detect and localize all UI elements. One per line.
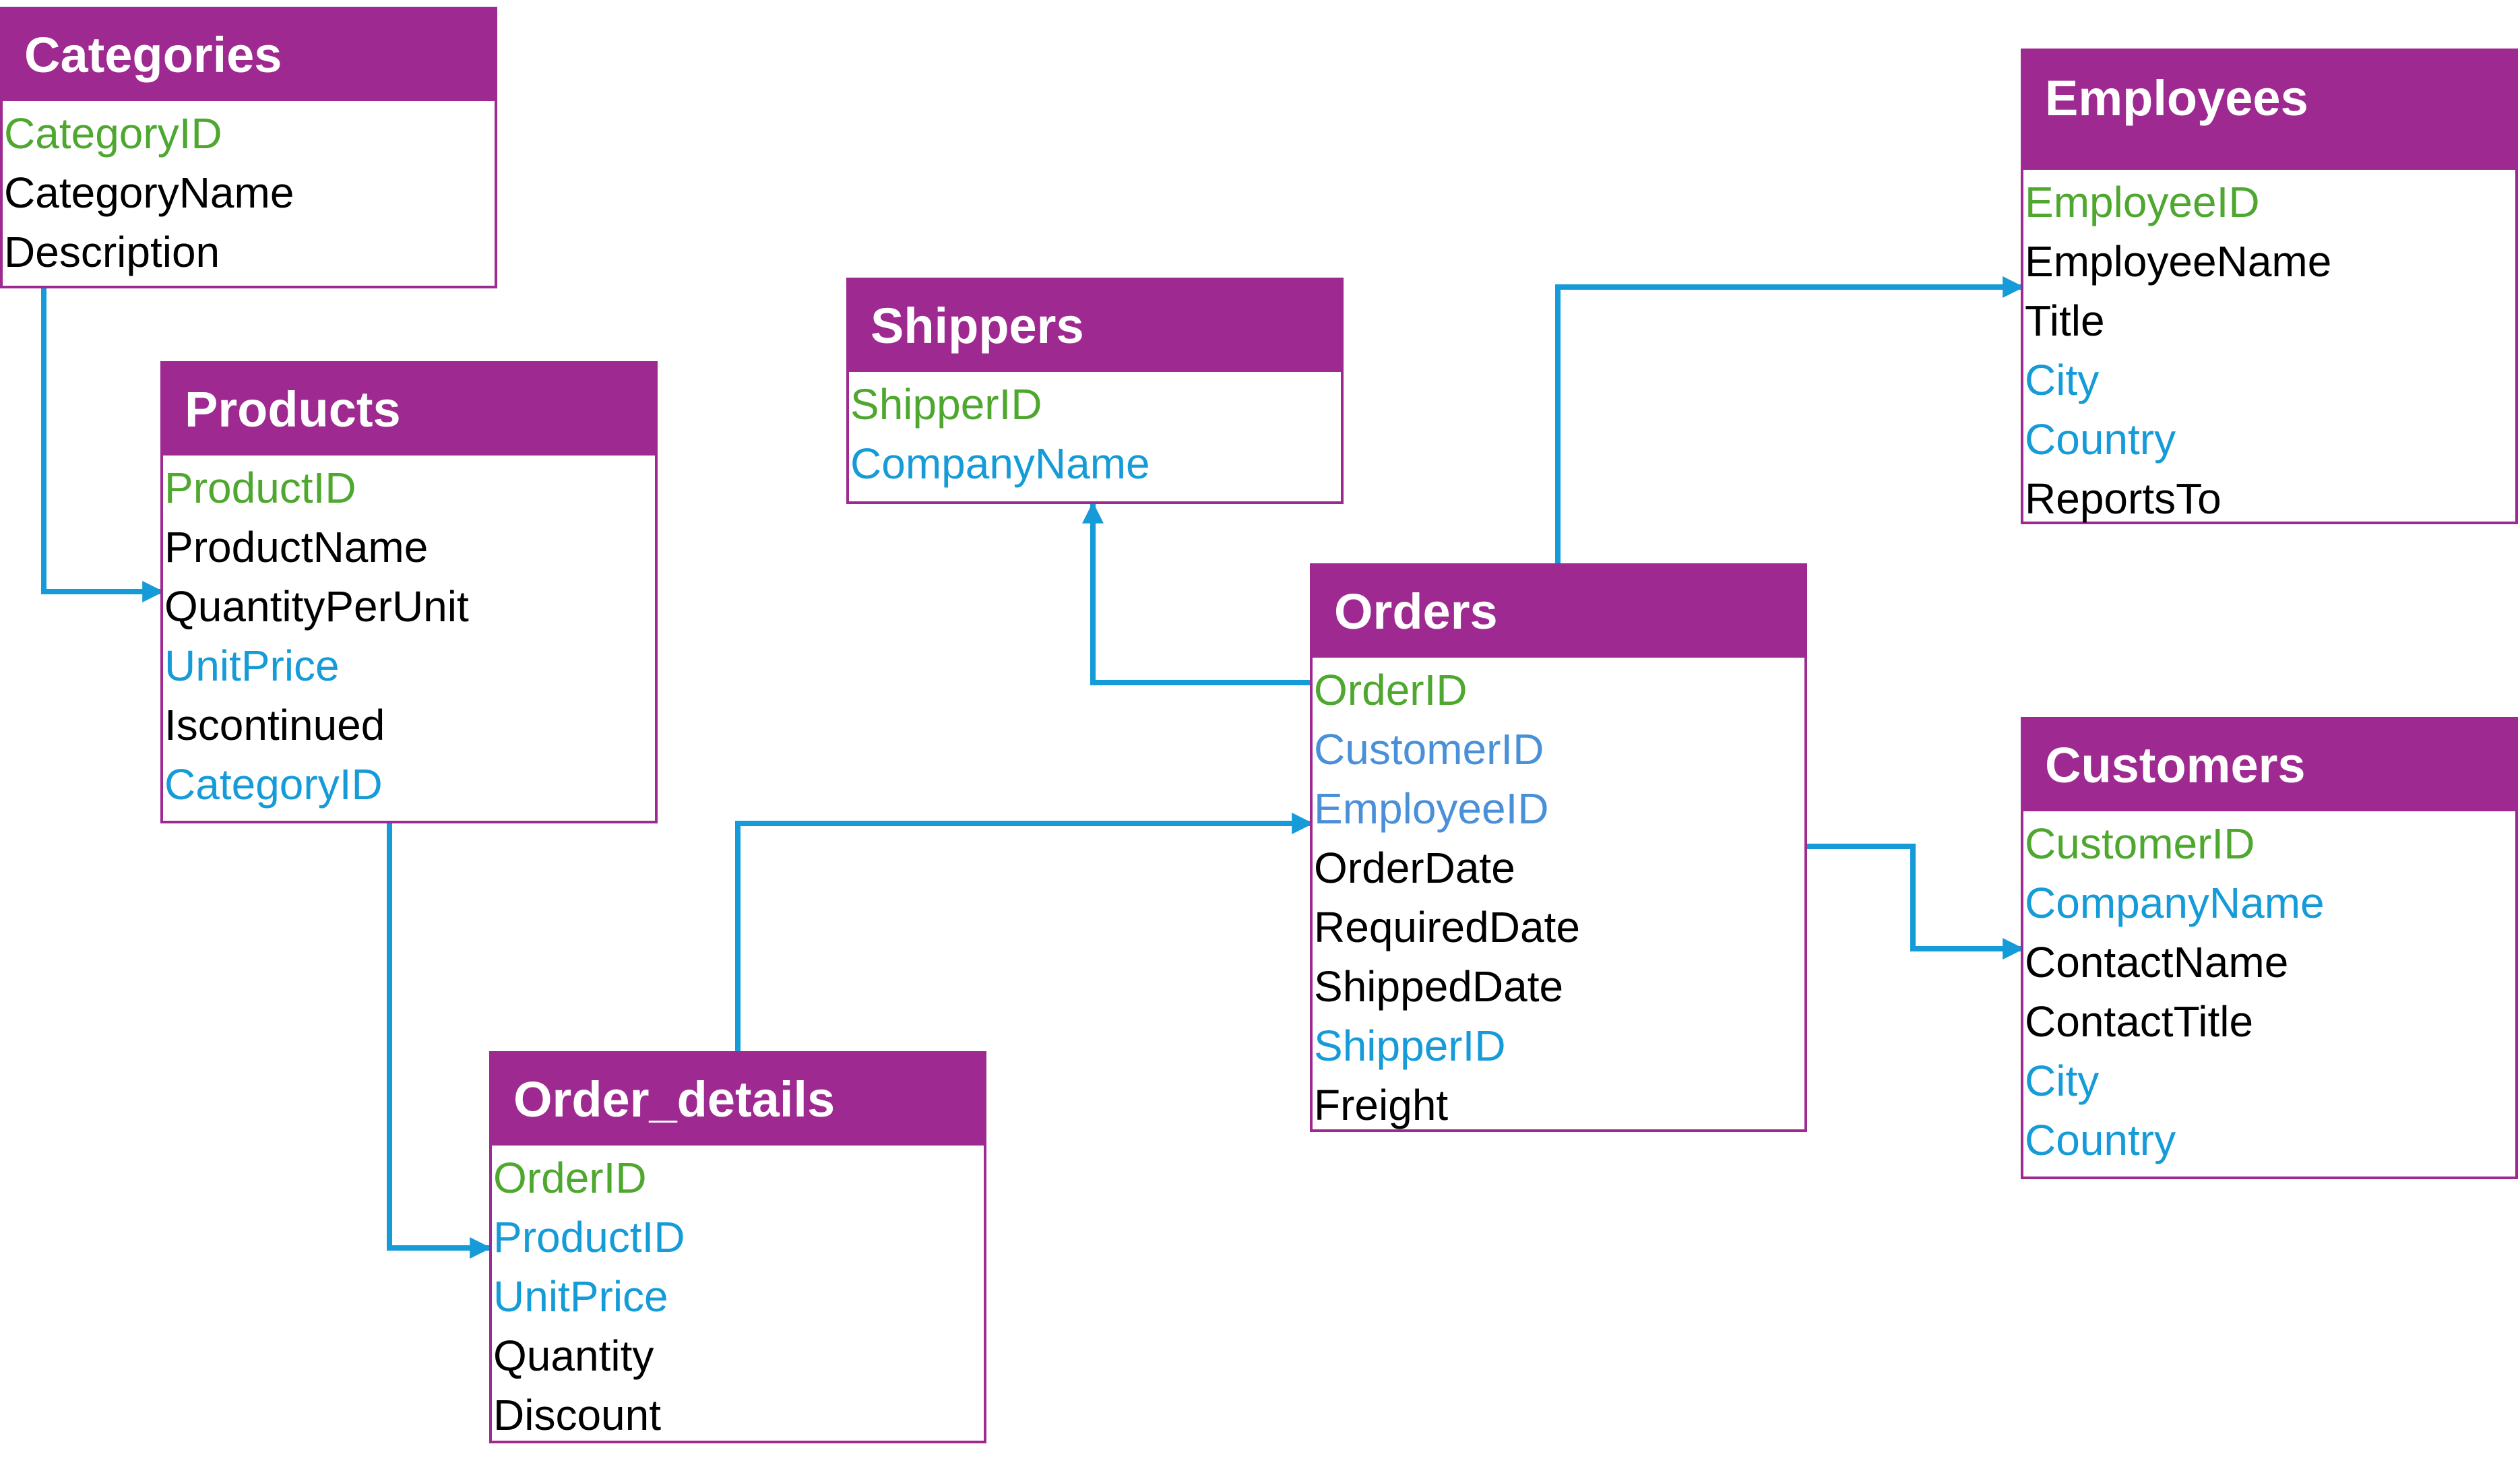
field-row: CustomerID xyxy=(1314,725,1544,774)
connector-orders-shippers xyxy=(1082,501,1311,685)
field-row: Freight xyxy=(1314,1081,1449,1129)
connector-categories-products xyxy=(41,288,164,602)
field-row: ShippedDate xyxy=(1314,962,1564,1011)
field-row: RequiredDate xyxy=(1314,903,1580,951)
field-row: ContactTitle xyxy=(2025,997,2254,1046)
table-header: Products xyxy=(163,364,655,456)
customers-table: Customers CustomerID CompanyName Contact… xyxy=(2021,717,2518,1179)
field-row: Country xyxy=(2025,1116,2176,1164)
orders-table: Orders OrderID CustomerID EmployeeID Ord… xyxy=(1310,563,1807,1132)
products-table: Products ProductID ProductName QuantityP… xyxy=(160,361,658,823)
field-list: ShipperID CompanyName xyxy=(849,372,1341,493)
table-header: Customers xyxy=(2023,720,2515,811)
field-row: OrderDate xyxy=(1314,844,1515,892)
field-row: ProductName xyxy=(164,523,429,571)
field-list: OrderID CustomerID EmployeeID OrderDate … xyxy=(1313,658,1804,1135)
field-row: ProductID xyxy=(164,464,356,512)
connector-products-order-details xyxy=(387,823,492,1259)
field-list: EmployeeID EmployeeName Title City Count… xyxy=(2023,170,2515,528)
categories-table: Categories CategoryID CategoryName Descr… xyxy=(0,7,497,288)
shippers-table: Shippers ShipperID CompanyName xyxy=(846,278,1344,504)
field-list: CategoryID CategoryName Description xyxy=(3,101,495,282)
field-row: City xyxy=(2025,1057,2100,1105)
field-row: ContactName xyxy=(2025,938,2289,986)
field-row: CustomerID xyxy=(2025,819,2255,868)
field-list: ProductID ProductName QuantityPerUnit Un… xyxy=(163,456,655,814)
connector-order-details-orders xyxy=(735,813,1314,1053)
field-row: ProductID xyxy=(493,1213,685,1261)
table-header: Shippers xyxy=(849,280,1341,372)
field-row: Title xyxy=(2025,296,2105,345)
field-row: CategoryID xyxy=(164,760,383,809)
order-details-table: Order_details OrderID ProductID UnitPric… xyxy=(489,1051,986,1443)
field-row: QuantityPerUnit xyxy=(164,582,469,631)
field-row: CompanyName xyxy=(2025,879,2325,927)
field-row: ReportsTo xyxy=(2025,474,2222,523)
field-row: City xyxy=(2025,356,2100,404)
field-row: ShipperID xyxy=(1314,1022,1506,1070)
field-row: OrderID xyxy=(493,1154,647,1202)
table-header: Categories xyxy=(3,9,495,101)
field-row: Country xyxy=(2025,415,2176,464)
employees-table: Employees EmployeeID EmployeeName Title … xyxy=(2021,49,2518,524)
field-row: EmployeeName xyxy=(2025,237,2332,286)
field-row: CompanyName xyxy=(850,439,1150,488)
field-list: OrderID ProductID UnitPrice Quantity Dis… xyxy=(492,1146,984,1445)
field-row: Description xyxy=(4,228,220,276)
connector-orders-customers xyxy=(1806,844,2025,960)
field-row: OrderID xyxy=(1314,666,1468,714)
field-row: UnitPrice xyxy=(493,1272,668,1321)
connector-orders-employees xyxy=(1555,276,2025,565)
table-header: Employees xyxy=(2023,51,2515,170)
field-row: EmployeeID xyxy=(2025,178,2260,226)
table-header: Orders xyxy=(1313,566,1804,658)
table-header: Order_details xyxy=(492,1054,984,1146)
field-row: Discount xyxy=(493,1391,661,1439)
field-row: EmployeeID xyxy=(1314,784,1549,833)
field-row: Iscontinued xyxy=(164,701,385,749)
field-row: CategoryName xyxy=(4,168,294,217)
field-row: UnitPrice xyxy=(164,641,340,690)
field-list: CustomerID CompanyName ContactName Conta… xyxy=(2023,811,2515,1170)
field-row: Quantity xyxy=(493,1331,654,1380)
field-row: CategoryID xyxy=(4,109,222,158)
field-row: ShipperID xyxy=(850,380,1042,429)
